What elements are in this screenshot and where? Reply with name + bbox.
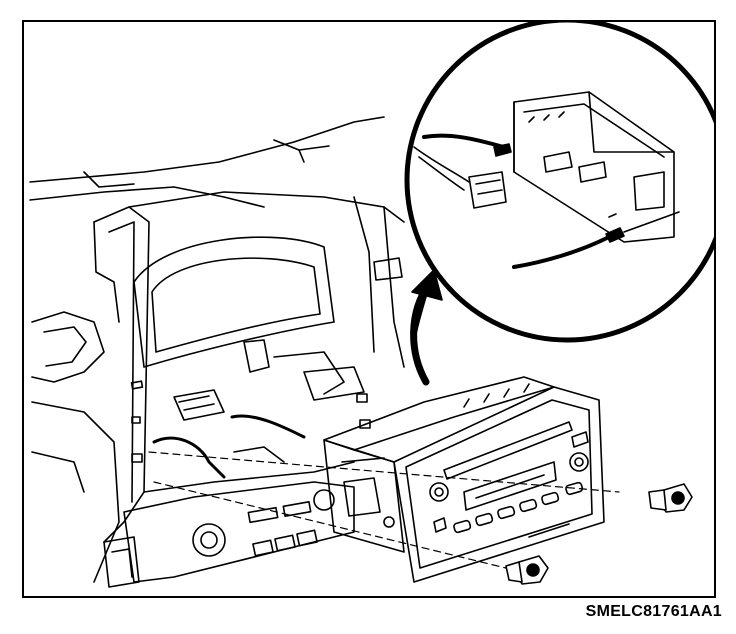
preset-button-3	[497, 505, 516, 520]
preset-button-4	[519, 498, 538, 513]
radio-knob-right	[569, 452, 589, 472]
screw-right	[648, 483, 693, 513]
detail-inset	[404, 22, 714, 343]
inset-antenna-lead	[422, 133, 506, 149]
climate-knob-left	[192, 523, 226, 557]
figure-reference-code: SMELC81761AA1	[585, 603, 722, 620]
radio-display	[463, 461, 557, 511]
radio-receiver	[323, 376, 605, 583]
radio-faceplate	[393, 386, 605, 583]
cluster-opening	[133, 236, 335, 368]
preset-button-6	[565, 481, 584, 496]
direction-arrow	[410, 269, 443, 386]
radio-removal-illustration	[29, 22, 714, 588]
climate-knob-right	[313, 489, 335, 511]
inset-connector	[413, 133, 512, 209]
diagram-frame	[22, 20, 716, 598]
climate-control-panel	[123, 481, 355, 583]
alignment-line-lower	[153, 481, 515, 571]
harness-wire	[152, 436, 226, 479]
preset-button-1	[453, 519, 472, 534]
wiring-connector	[173, 389, 225, 421]
inset-antenna-cable	[512, 235, 611, 269]
inset-circle	[404, 22, 714, 343]
radio-knob-left	[429, 482, 449, 502]
fasteners	[148, 451, 693, 585]
screw-lower	[505, 555, 549, 585]
radio-housing-side	[323, 439, 405, 553]
preset-button-2	[475, 512, 494, 527]
alignment-line-upper	[148, 451, 620, 493]
inset-radio-rear	[513, 91, 680, 243]
radio-housing-top	[323, 376, 555, 451]
cd-slot	[443, 421, 573, 480]
preset-button-5	[541, 491, 560, 506]
instrument-panel	[29, 116, 405, 588]
